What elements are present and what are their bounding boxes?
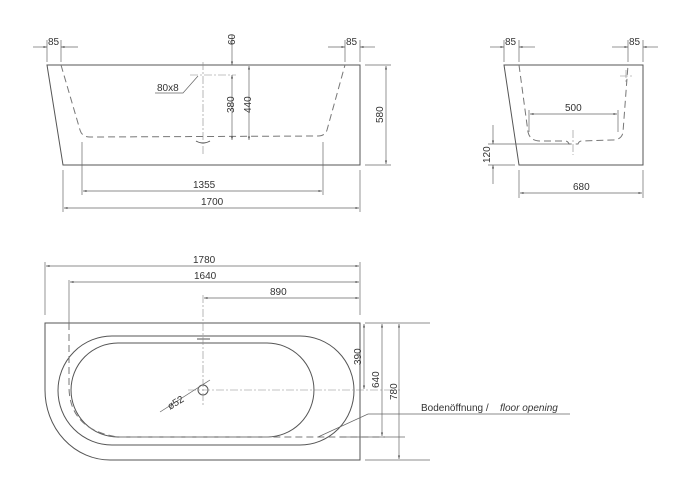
dim-inner-depth: 440 (243, 96, 254, 113)
floor-opening-label-en: floor opening (500, 403, 558, 414)
dim-floor-length: 1355 (193, 180, 216, 191)
plan-dim-opening-length: 1640 (194, 271, 217, 282)
side-view: 85 85 500 120 680 (482, 37, 658, 198)
plan-dim-opening-width: 640 (371, 371, 382, 388)
plan-dim-total-width: 780 (389, 383, 400, 400)
side-dim-drain-height: 120 (482, 146, 493, 163)
side-dim-floor-width: 500 (565, 103, 582, 114)
dim-rim-left: 85 (48, 37, 60, 48)
front-view: 85 85 60 80x8 380 440 580 1355 1700 (33, 33, 391, 212)
side-dim-rim-right: 85 (629, 37, 641, 48)
plan-view: ø52 1780 1640 890 390 640 780 Bodenöffnu… (44, 255, 570, 461)
dim-total-height: 580 (375, 106, 386, 123)
dim-overflow: 80x8 (157, 83, 179, 94)
plan-dim-total-length: 1780 (193, 255, 216, 266)
side-dim-total-width: 680 (573, 182, 590, 193)
dim-rim-right: 85 (346, 37, 358, 48)
plan-dim-drain-y: 390 (353, 348, 364, 365)
plan-dim-drain-offset: 890 (270, 287, 287, 298)
dim-overflow-height: 380 (226, 96, 237, 113)
side-dim-rim-left: 85 (505, 37, 517, 48)
floor-opening-label-de: Bodenöffnung / (421, 403, 489, 414)
dim-top-offset: 60 (227, 33, 238, 45)
dim-total-length: 1700 (201, 197, 224, 208)
